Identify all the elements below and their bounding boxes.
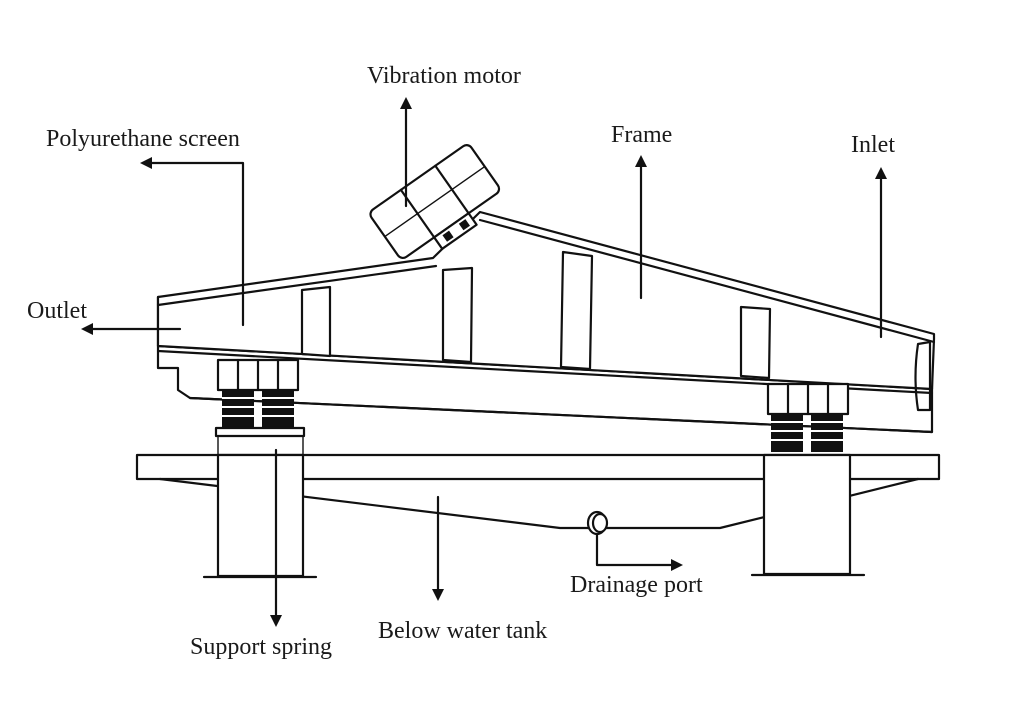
drainage-port bbox=[586, 510, 609, 536]
leader-arrows bbox=[81, 97, 887, 627]
arrow-polyurethane-screen bbox=[140, 157, 245, 327]
label-drainage-port: Drainage port bbox=[570, 572, 703, 598]
label-inlet: Inlet bbox=[851, 132, 895, 158]
label-support-spring: Support spring bbox=[190, 634, 332, 660]
left-support-springs bbox=[214, 358, 306, 438]
left-support-post bbox=[202, 427, 318, 579]
arrow-drainage-port bbox=[595, 532, 683, 571]
vibration-motor bbox=[369, 144, 501, 260]
frame bbox=[156, 210, 936, 412]
label-vibration-motor: Vibration motor bbox=[367, 63, 521, 89]
label-outlet: Outlet bbox=[27, 298, 87, 324]
label-frame: Frame bbox=[611, 122, 672, 148]
right-support-springs bbox=[766, 382, 850, 452]
label-below-water-tank: Below water tank bbox=[378, 618, 547, 644]
label-polyurethane-screen: Polyurethane screen bbox=[46, 126, 240, 152]
right-support-post bbox=[750, 453, 866, 577]
